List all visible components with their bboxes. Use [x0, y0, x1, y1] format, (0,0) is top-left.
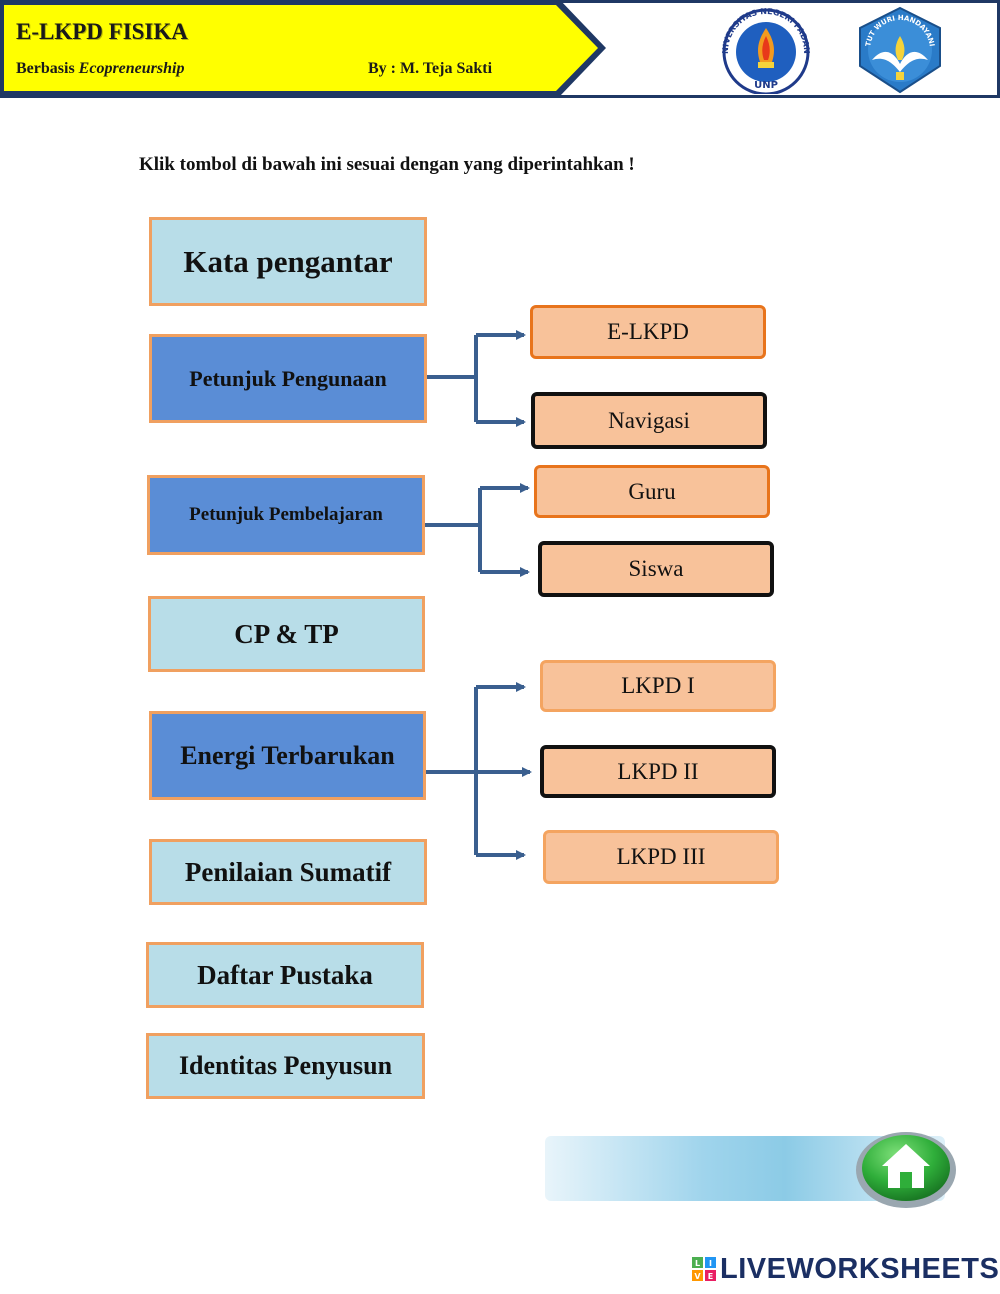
elkpd-button[interactable]: E-LKPD: [530, 305, 766, 359]
author-label: By : M. Teja Sakti: [368, 60, 493, 77]
app-title: E-LKPD FISIKA: [16, 19, 188, 44]
petunjuk-pembelajaran-button[interactable]: Petunjuk Pembelajaran: [147, 475, 425, 555]
svg-text:E: E: [708, 1272, 713, 1281]
home-button[interactable]: [854, 1128, 964, 1218]
svg-text:UNP: UNP: [754, 80, 778, 91]
instruction-text: Klik tombol di bawah ini sesuai dengan y…: [139, 154, 635, 175]
lkpd-2-button[interactable]: LKPD II: [540, 745, 776, 798]
penilaian-sumatif-button[interactable]: Penilaian Sumatif: [149, 839, 427, 905]
home-icon: [882, 1144, 930, 1188]
unp-logo: UNIVERSITAS NEGERI PADANG UNP: [714, 6, 811, 94]
lkpd-3-button[interactable]: LKPD III: [543, 830, 779, 884]
energi-terbarukan-button[interactable]: Energi Terbarukan: [149, 711, 426, 800]
svg-text:I: I: [709, 1259, 712, 1268]
app-subtitle: Berbasis Ecopreneurship: [16, 60, 185, 77]
liveworksheets-brand: L I V E LIVEWORKSHEETS: [692, 1252, 999, 1286]
liveworksheets-text: LIVEWORKSHEETS: [720, 1252, 1000, 1285]
tut-wuri-handayani-logo: TUT WURI HANDAYANI: [859, 6, 941, 94]
header-banner-shape: [0, 0, 1000, 98]
lkpd-1-button[interactable]: LKPD I: [540, 660, 776, 712]
petunjuk-penggunaan-button[interactable]: Petunjuk Pengunaan: [149, 334, 427, 423]
identitas-penyusun-button[interactable]: Identitas Penyusun: [146, 1033, 425, 1099]
svg-text:L: L: [695, 1259, 700, 1268]
cp-tp-button[interactable]: CP & TP: [148, 596, 425, 672]
navigasi-button[interactable]: Navigasi: [531, 392, 767, 449]
liveworksheets-logo-icon: L I V E: [692, 1257, 716, 1281]
header-banner: E-LKPD FISIKA Berbasis Ecopreneurship By…: [0, 0, 1000, 98]
siswa-button[interactable]: Siswa: [538, 541, 774, 597]
guru-button[interactable]: Guru: [534, 465, 770, 518]
daftar-pustaka-button[interactable]: Daftar Pustaka: [146, 942, 424, 1008]
kata-pengantar-button[interactable]: Kata pengantar: [149, 217, 427, 306]
svg-text:V: V: [694, 1272, 701, 1281]
